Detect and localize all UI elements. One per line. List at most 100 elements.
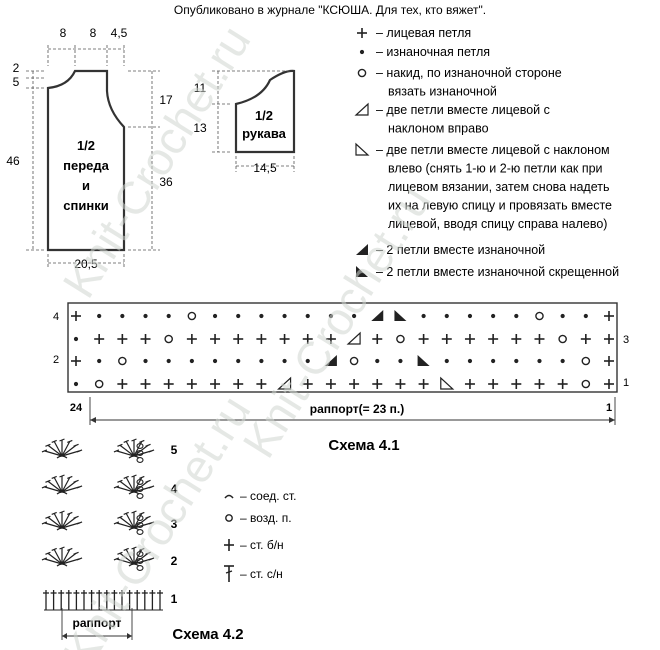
legend-item: – 2 петли вместе изнаночной скрещенной — [356, 265, 619, 279]
chart-cell — [440, 376, 455, 390]
legend-text: наклоном вправо — [388, 122, 489, 136]
chart-cell — [417, 355, 430, 366]
chart-cell — [120, 313, 125, 319]
sleeve-dim-bottom: 14,5 — [253, 161, 277, 175]
sleeve-dim-left-1: 11 — [194, 81, 207, 95]
chart-cell — [441, 334, 452, 344]
legend-text: – две петли вместе лицевой с наклоном — [376, 143, 610, 157]
front-back-pattern: 8 8 4,5 2 5 46 17 36 20,5 1/2 переда и с… — [6, 26, 173, 271]
chart-cell — [467, 358, 473, 364]
chart-cell — [259, 313, 264, 319]
dim-top-2: 8 — [90, 26, 97, 40]
legend-text: лицевой, вводя спицу справа налево) — [388, 217, 607, 231]
chart-cell — [279, 334, 290, 344]
legend-item: – лицевая петля — [357, 26, 471, 40]
legend-item: – ст. с/н — [224, 565, 283, 582]
chart-cell — [349, 356, 359, 366]
chart-cell — [375, 358, 380, 364]
chart-4-1-frame — [67, 302, 618, 393]
caption: Опубликовано в журнале "КСЮША. Для тех, … — [174, 3, 486, 17]
chart-cell — [233, 334, 244, 344]
chart-4-2: 5 4 3 2 1 раппорт Схема 4.2 — [41, 438, 244, 643]
sleeve-dim-left-2: 13 — [193, 121, 207, 135]
legend-text: – две петли вместе лицевой с — [376, 103, 550, 117]
chart-cell — [94, 379, 104, 389]
legend-symbol-tri-left-icon — [355, 142, 370, 156]
chart-cell — [277, 376, 292, 390]
chart-4-2-fans — [41, 438, 155, 571]
chart-cell — [604, 379, 614, 389]
chart-cell — [97, 358, 102, 364]
chart-cell — [259, 358, 264, 364]
legend-symbol-ch-icon — [225, 514, 233, 522]
front-back-label-1: 1/2 — [77, 138, 95, 153]
legend-item: – 2 петли вместе изнаночной — [356, 243, 545, 257]
legend-symbol-tri-filled-right-icon — [356, 244, 368, 255]
chart-cell — [394, 310, 407, 321]
chart-cell — [581, 379, 591, 389]
chart-4-1-title: Схема 4.1 — [328, 437, 399, 454]
chart-cell — [94, 334, 105, 344]
c42-row-label-5: 5 — [171, 443, 178, 457]
chart-cell — [140, 379, 151, 389]
legend-symbol-dot-icon — [359, 49, 365, 55]
dim-left-2: 5 — [13, 75, 20, 89]
chart-cell — [325, 334, 336, 344]
chart-cell — [511, 379, 522, 389]
legend-text: – ст. с/н — [240, 567, 283, 581]
crochet-fan — [113, 510, 155, 535]
chart-cell — [143, 358, 148, 364]
chart-cell — [580, 334, 591, 344]
legend-text: – возд. п. — [240, 511, 292, 525]
front-back-label-3: и — [82, 178, 90, 193]
crochet-fan — [41, 474, 83, 495]
chart-cell — [328, 313, 334, 319]
chart-cell — [325, 379, 336, 389]
chart-cell — [560, 313, 565, 319]
col-label-1: 1 — [606, 402, 612, 414]
chart-cell — [464, 379, 475, 389]
chart-cell — [488, 379, 499, 389]
col-label-24: 24 — [70, 402, 83, 414]
legend-item: – ст. б/н — [224, 538, 284, 552]
chart-cell — [604, 356, 614, 366]
c42-repeat-label: раппорт — [73, 616, 122, 630]
sleeve-outline — [234, 69, 296, 154]
chart-cell — [581, 356, 591, 366]
legend-text: – лицевая петля — [376, 26, 471, 40]
legend-item: – соед. ст. — [224, 489, 296, 503]
legend-symbol-circle-icon — [357, 68, 367, 78]
chart-cell — [164, 334, 173, 344]
legend-text: влево (снять 1-ю и 2-ю петли как при — [388, 162, 603, 176]
chart-cell — [189, 358, 194, 364]
crochet-legend: – соед. ст. – возд. п. – ст. б/н – ст. с/н — [224, 489, 296, 582]
chart-4-1-cells — [71, 310, 614, 390]
chart-cell — [166, 313, 171, 319]
legend-text: лицевом вязании, затем снова надеть — [388, 180, 610, 194]
chart-cell — [351, 313, 357, 319]
chart-cell — [418, 334, 429, 344]
chart-cell — [256, 334, 267, 344]
front-back-outline — [46, 69, 126, 252]
chart-cell — [537, 358, 542, 364]
dim-left-1: 2 — [13, 61, 20, 75]
dim-right-1: 17 — [159, 93, 173, 107]
crochet-fan — [113, 474, 155, 499]
legend-symbol-sc-icon — [224, 539, 234, 551]
chart-cell — [186, 334, 197, 344]
chart-cell — [346, 331, 361, 345]
chart-cell — [256, 379, 267, 389]
legend-symbol-tri-filled-left-icon — [356, 266, 368, 277]
chart-cell — [558, 334, 567, 344]
chart-4-2-foundation-row — [43, 590, 163, 611]
legend-symbol-tri-right-icon — [354, 102, 369, 116]
chart-cell — [604, 311, 614, 321]
chart-cell — [163, 379, 174, 389]
chart-cell — [324, 355, 337, 366]
legend-symbol-sl-st-icon — [224, 494, 234, 499]
crochet-fan — [113, 438, 155, 463]
chart-cell — [97, 313, 102, 319]
chart-cell — [418, 379, 429, 389]
